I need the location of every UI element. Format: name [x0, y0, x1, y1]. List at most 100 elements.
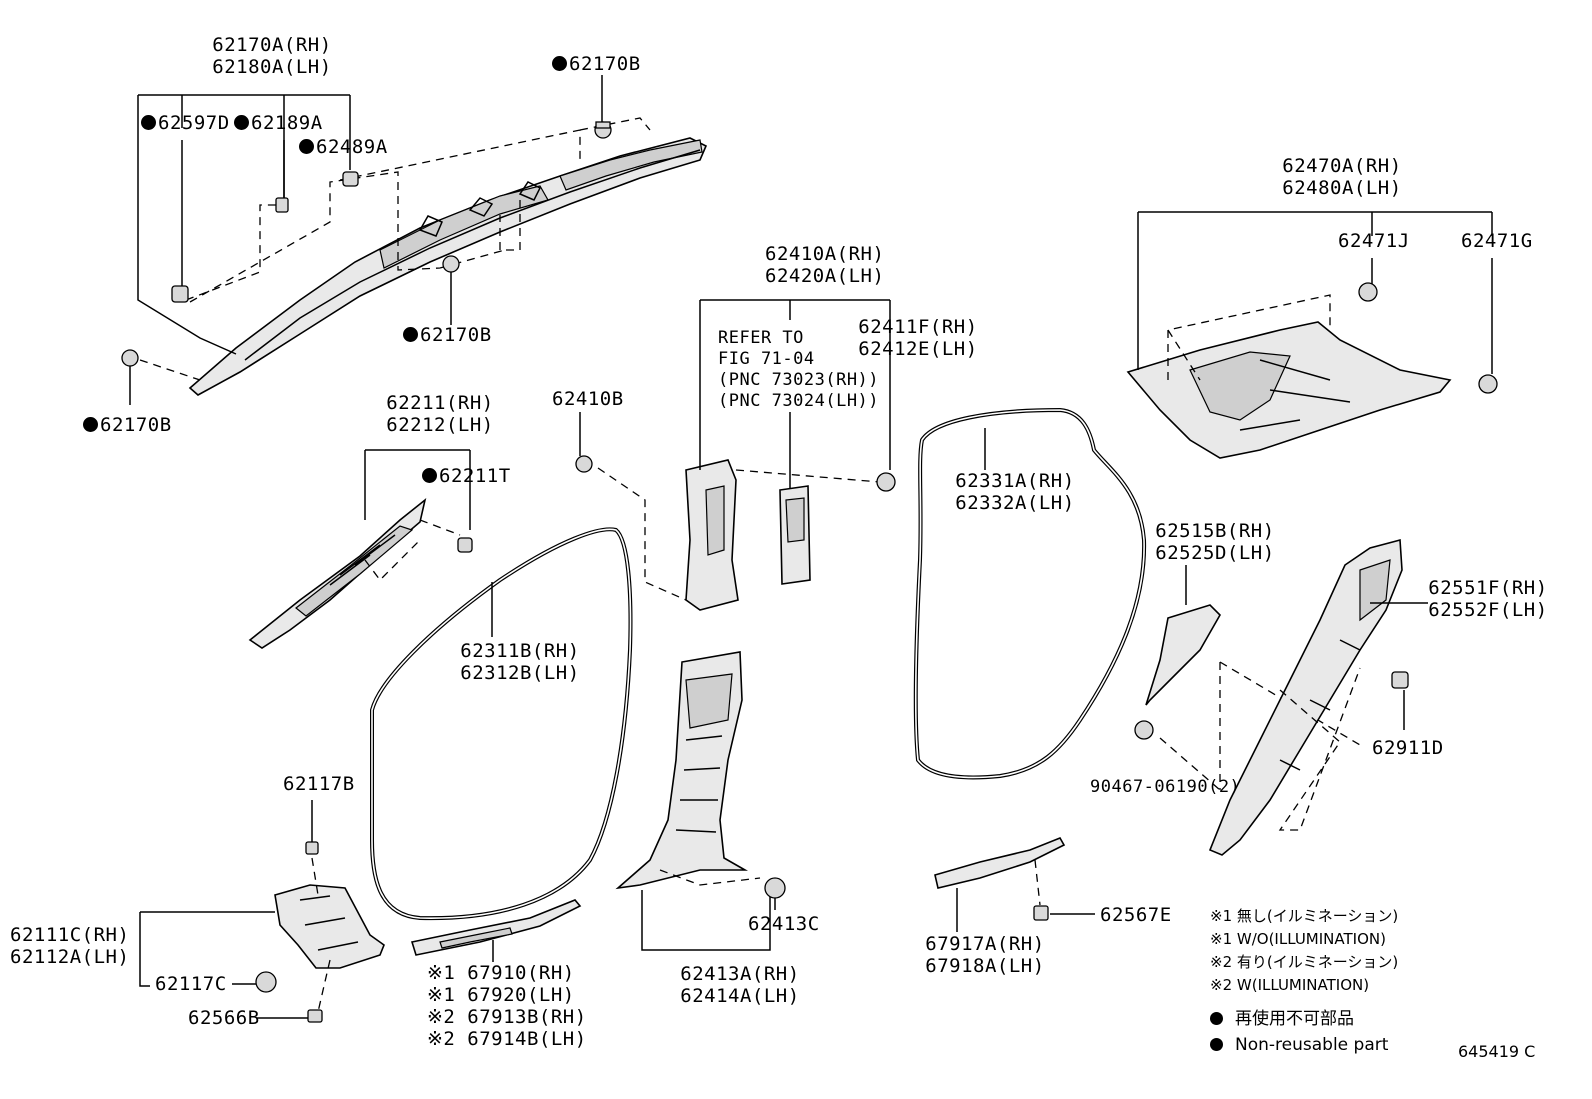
callout-62211T: 62211T — [422, 465, 511, 487]
label-62515B: 62515B(RH) — [1155, 520, 1275, 542]
callout-62551F-62552F: 62551F(RH) 62552F(LH) — [1428, 577, 1548, 621]
label-62470A: 62470A(RH) — [1282, 155, 1402, 177]
clip-62489A — [342, 171, 359, 187]
dashed-62413C — [659, 869, 761, 886]
non-reusable-dot-icon — [403, 327, 418, 342]
refer-line-3: (PNC 73023(RH)) — [718, 370, 880, 390]
label-62911D: 62911D — [1372, 737, 1444, 759]
label-62411F: 62411F(RH) — [858, 316, 978, 338]
label-62331A: 62331A(RH) — [955, 470, 1075, 492]
non-reusable-dot-icon — [299, 139, 314, 154]
label-62566B: 62566B — [188, 1007, 260, 1029]
leader-62597D-62189A — [181, 140, 285, 286]
callout-line-62413A — [641, 880, 771, 951]
clip-62410B — [575, 455, 593, 473]
label-62420A: 62420A(LH) — [765, 265, 885, 287]
label-62312B: 62312B(LH) — [460, 662, 580, 684]
non-reusable-dot-icon — [552, 56, 567, 71]
non-reusable-dot-icon — [1210, 1038, 1223, 1051]
callout-62170B-left: 62170B — [83, 414, 172, 436]
label-62117C: 62117C — [155, 973, 227, 995]
note-2: ※1 W/O(ILLUMINATION) — [1210, 930, 1386, 948]
clip-62567E — [1033, 905, 1049, 921]
dashed-62567E — [1034, 859, 1041, 906]
clip-62413C — [764, 877, 786, 899]
clip-62411F — [876, 472, 896, 492]
callout-line-62211 — [364, 449, 471, 530]
dashed-62211 — [364, 519, 461, 581]
label-62211T: 62211T — [439, 465, 511, 487]
rear-door-scuff-plate — [934, 836, 1066, 889]
dashed-headlining — [1167, 294, 1331, 381]
label-62480A: 62480A(LH) — [1282, 177, 1402, 199]
callout-62597D: 62597D — [141, 112, 230, 134]
clip-62597D — [171, 285, 189, 303]
label-62170B-left: 62170B — [100, 414, 172, 436]
illumination-notes: ※1 無し(イルミネーション) ※1 W/O(ILLUMINATION) ※2 … — [1210, 905, 1398, 997]
label-62170B-top: 62170B — [569, 53, 641, 75]
legend: 再使用不可部品 Non-reusable part — [1210, 1006, 1388, 1058]
clip-62117B — [305, 841, 319, 855]
front-pillar-garnish — [248, 497, 427, 649]
label-62170A: 62170A(RH) — [212, 34, 332, 56]
label-67910: ※1 67910(RH) — [427, 962, 575, 984]
clip-62211T — [457, 537, 473, 553]
callout-62470A-62480A: 62470A(RH) 62480A(LH) — [1282, 155, 1402, 199]
label-62211: 62211(RH) — [386, 392, 494, 414]
label-62410B: 62410B — [552, 388, 624, 410]
label-62412E: 62412E(LH) — [858, 338, 978, 360]
label-62597D: 62597D — [158, 112, 230, 134]
label-62489A: 62489A — [316, 136, 388, 158]
legend-jp: 再使用不可部品 — [1235, 1009, 1354, 1029]
non-reusable-dot-icon — [422, 468, 437, 483]
label-62410A: 62410A(RH) — [765, 243, 885, 265]
cowl-side-trim — [274, 884, 385, 969]
label-62332A: 62332A(LH) — [955, 492, 1075, 514]
roof-side-inner-garnish — [188, 137, 708, 396]
non-reusable-dot-icon — [1210, 1012, 1223, 1025]
callout-line-62410A — [699, 299, 891, 470]
front-door-scuff-plate — [410, 899, 582, 956]
note-4: ※2 W(ILLUMINATION) — [1210, 976, 1370, 994]
refer-line-4: (PNC 73024(LH)) — [718, 391, 880, 411]
clip-62471G — [1478, 374, 1498, 394]
label-62189A: 62189A — [251, 112, 323, 134]
clip-62911D — [1391, 671, 1409, 689]
label-62551F: 62551F(RH) — [1428, 577, 1548, 599]
label-62112A: 62112A(LH) — [10, 946, 130, 968]
label-62471J: 62471J — [1338, 230, 1410, 252]
note-1: ※1 無し(イルミネーション) — [1210, 907, 1399, 925]
note-3: ※2 有り(イルミネーション) — [1210, 953, 1399, 971]
roof-side-inner-quarter-trim — [1208, 538, 1403, 856]
label-62117B: 62117B — [283, 773, 355, 795]
label-62413A: 62413A(RH) — [680, 963, 800, 985]
refer-line-2: FIG 71-04 — [718, 349, 815, 369]
dashed-cowl — [311, 857, 331, 1013]
dashed-62515B — [1159, 661, 1361, 791]
bolt-62170B-mid — [442, 255, 460, 273]
label-67920: ※1 67920(LH) — [427, 984, 575, 1006]
callout-62170B-mid: 62170B — [403, 324, 492, 346]
legend-en: Non-reusable part — [1235, 1035, 1389, 1055]
label-90467: 90467-06190(2) — [1090, 777, 1241, 797]
non-reusable-dot-icon — [83, 417, 98, 432]
non-reusable-dot-icon — [141, 115, 156, 130]
callout-67917A-67918A: 67917A(RH) 67918A(LH) — [925, 933, 1045, 977]
non-reusable-dot-icon — [234, 115, 249, 130]
refer-line-1: REFER TO — [718, 328, 804, 348]
callout-62170A-62180A: 62170A(RH) 62180A(LH) — [208, 34, 336, 78]
label-62111C: 62111C(RH) — [10, 924, 130, 946]
label-67914B: ※2 67914B(LH) — [427, 1028, 587, 1050]
bolt-90467 — [1134, 720, 1154, 740]
callout-line-62470A — [1137, 211, 1493, 370]
clip-62566B — [307, 1009, 323, 1023]
callout-62331A-62332A: 62331A(RH) 62332A(LH) — [955, 470, 1075, 514]
center-pillar-lower-garnish — [615, 651, 749, 890]
center-pillar-upper-garnish — [685, 459, 739, 611]
seatbelt-adjuster — [779, 485, 811, 585]
callout-62111C-62112A: 62111C(RH) 62112A(LH) — [10, 924, 130, 968]
refer-note: REFER TO FIG 71-04 (PNC 73023(RH)) (PNC … — [718, 328, 879, 412]
dashed-62551F — [1278, 667, 1361, 831]
label-62414A: 62414A(LH) — [680, 985, 800, 1007]
